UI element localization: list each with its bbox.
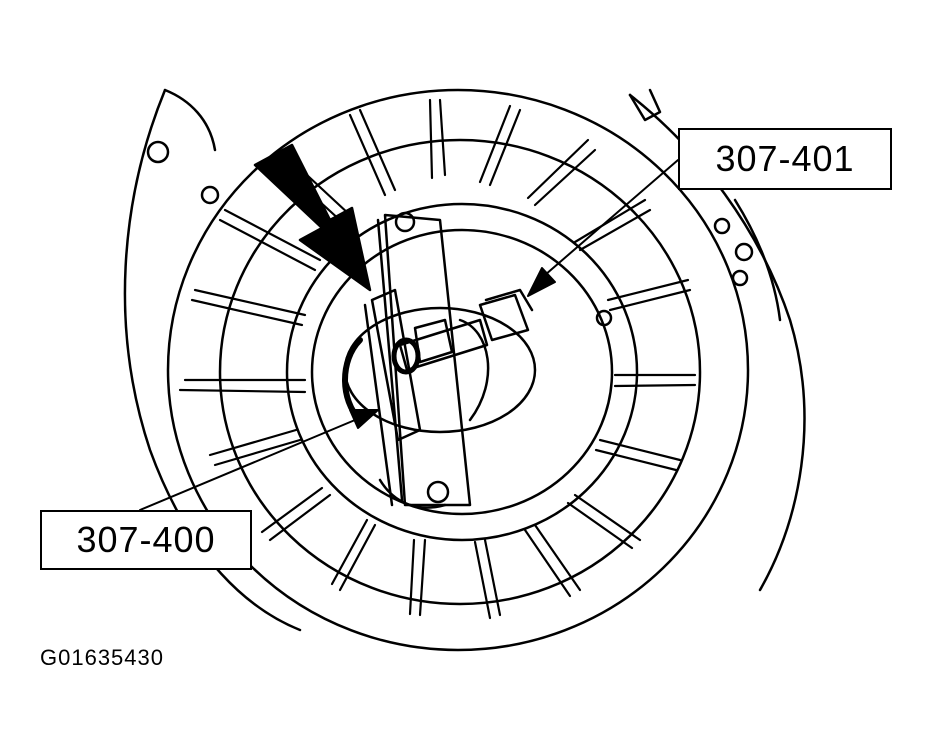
- bolt-hole: [734, 242, 754, 262]
- bolt-hole: [713, 217, 731, 235]
- solid-arrow: [253, 143, 372, 292]
- callout-307-400: 307-400: [40, 510, 252, 570]
- callout-307-401: 307-401: [678, 128, 892, 190]
- clutch-fins: [178, 98, 697, 620]
- bolt-hole: [731, 269, 749, 287]
- bolt-hole: [146, 140, 170, 164]
- tool-307-401-adapter: [391, 288, 534, 375]
- leader-line-307-401: [527, 159, 679, 297]
- bolt-hole: [200, 185, 220, 205]
- bracket-bolt-bottom: [426, 480, 450, 504]
- figure-id-label: G01635430: [40, 645, 164, 670]
- tool-307-400-bracket: [363, 211, 472, 509]
- clutch-drum: [166, 88, 750, 652]
- leader-line-307-400: [139, 409, 379, 511]
- bracket-bolt-top: [394, 211, 416, 233]
